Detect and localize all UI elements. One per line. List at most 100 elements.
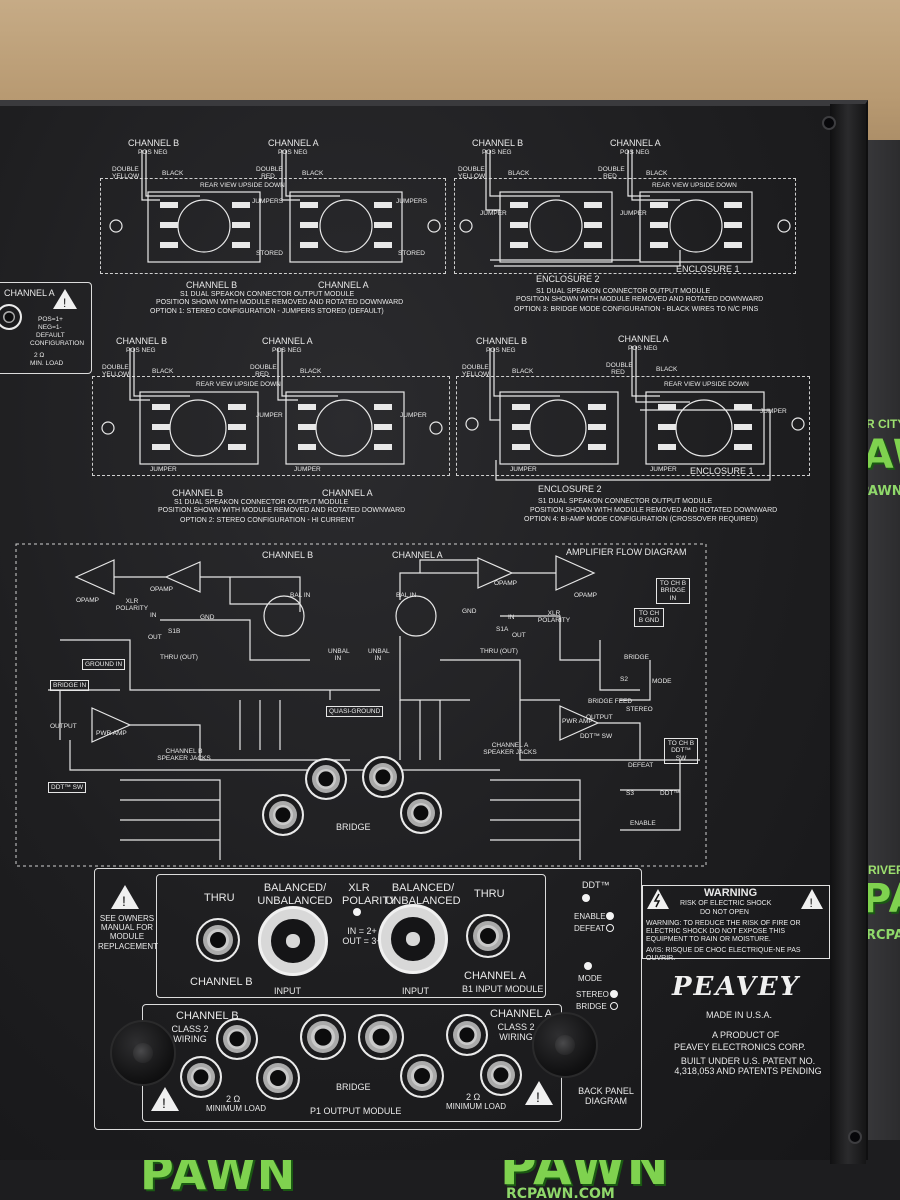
opt3-enclosure-1: ENCLOSURE 1 <box>676 264 740 274</box>
flow-enable: ENABLE <box>630 820 656 827</box>
flow-xlr-polarity-b: XLR POLARITY <box>115 598 149 613</box>
product-of: A PRODUCT OF <box>712 1030 780 1040</box>
see-owners-manual: SEE OWNERS MANUAL FOR MODULE REPLACEMENT <box>98 914 159 951</box>
opt4-module-outline <box>456 376 810 476</box>
flow-ddt-sw-a: DDT™ SW <box>580 733 613 740</box>
flow-ddt-sw-b: DDT™ SW <box>48 782 87 794</box>
mode-bridge-label: BRIDGE <box>576 1002 607 1011</box>
opt4-black-a: BLACK <box>656 366 678 373</box>
pawn-sign-domain-2: RCPAWN <box>866 928 900 943</box>
speaker-jack-2[interactable] <box>362 756 404 798</box>
flow-opamp-b1: OPAMP <box>76 597 99 604</box>
flow-bal-in-a: BAL IN <box>396 592 417 599</box>
polarity-switch[interactable] <box>353 908 361 916</box>
flow-channel-a: CHANNEL A <box>392 550 443 560</box>
opt4-jumper-a: JUMPER <box>760 408 787 415</box>
flow-out-b: OUT <box>148 634 162 641</box>
flow-to-ch-b-bridge: TO CH B BRIDGE IN <box>656 578 690 605</box>
ohm-label-a: 2 Ω <box>466 1092 481 1102</box>
opt2-option-caption: OPTION 2: STEREO CONFIGURATION - HI CURR… <box>180 517 355 524</box>
speaker-jack-4[interactable] <box>400 792 442 834</box>
flow-quasi-ground: QUASI-GROUND <box>326 706 384 718</box>
flow-pwr-amp-a: PWR AMP <box>562 718 593 725</box>
opt4-option-caption: OPTION 4: BI-AMP MODE CONFIGURATION (CRO… <box>524 516 758 523</box>
opt2-black-b: BLACK <box>152 368 174 375</box>
warning-triangle-icon: ! <box>111 885 139 909</box>
b1-input-module-outline <box>156 874 546 998</box>
ddt-enable-label: ENABLE <box>574 912 606 921</box>
ddt-label: DDT™ <box>582 880 610 890</box>
opt1-jumpers-b: JUMPERS <box>252 198 284 205</box>
xlr-combo-input-a[interactable] <box>378 904 448 974</box>
class2-wiring-b: CLASS 2 WIRING <box>171 1024 209 1045</box>
opt3-pos-neg-b: POS NEG <box>482 149 512 156</box>
in-out-polarity: IN = 2+ OUT = 3+ <box>342 926 382 947</box>
channel-a-output-label: CHANNEL A <box>490 1008 552 1020</box>
left-speakon-jack[interactable] <box>0 304 22 330</box>
opt4-channel-a: CHANNEL A <box>618 334 669 344</box>
opt1-black-b: BLACK <box>162 170 184 177</box>
thru-jack-a[interactable] <box>466 914 510 958</box>
output-jack-2[interactable] <box>300 1014 346 1060</box>
left-label-ohm: 2 Ω <box>34 352 45 359</box>
channel-b-output-label: CHANNEL B <box>176 1010 239 1022</box>
flow-mode: MODE <box>652 678 672 685</box>
opt2-pos-neg-b: POS NEG <box>126 347 156 354</box>
ddt-defeat-switch[interactable] <box>606 924 614 932</box>
output-jack-1[interactable] <box>216 1018 258 1060</box>
svg-text:!: ! <box>810 896 813 910</box>
opt3-channel-b: CHANNEL B <box>472 138 524 148</box>
opt3-channel-a: CHANNEL A <box>610 138 661 148</box>
input-label-b: INPUT <box>274 986 301 996</box>
mode-stereo-label: STEREO <box>576 990 609 999</box>
opt1-double-yellow: DOUBLE YELLOW <box>112 166 140 181</box>
opt1-black-a: BLACK <box>302 170 324 177</box>
mode-label: MODE <box>578 974 602 983</box>
mode-bridge-switch[interactable] <box>610 1002 618 1010</box>
class2-wiring-a: CLASS 2 WIRING <box>497 1022 535 1043</box>
opt3-pos-neg-a: POS NEG <box>620 149 650 156</box>
channel-b-input-label: CHANNEL B <box>190 976 253 988</box>
output-jack-5[interactable] <box>180 1056 222 1098</box>
output-jack-6[interactable] <box>256 1056 300 1100</box>
opt3-black-b: BLACK <box>508 170 530 177</box>
warning-avis: AVIS: RISQUE DE CHOC ELECTRIQUE-NE PAS O… <box>646 947 801 963</box>
p1-output-module-label: P1 OUTPUT MODULE <box>310 1106 402 1116</box>
opt1-double-red: DOUBLE RED <box>256 166 283 181</box>
opt4-pos-neg-b: POS NEG <box>486 347 516 354</box>
lightning-warning-icon <box>647 889 669 909</box>
left-label-min-load: MIN. LOAD <box>30 360 64 367</box>
opt3-black-a: BLACK <box>646 170 668 177</box>
output-jack-3[interactable] <box>358 1014 404 1060</box>
flow-to-ch-b-gnd: TO CH B GND <box>634 608 664 627</box>
speaker-jack-3[interactable] <box>262 794 304 836</box>
opt1-module: S1 DUAL SPEAKON CONNECTOR OUTPUT MODULE <box>180 291 355 298</box>
opt1-bottom-channel-b: CHANNEL B <box>186 280 238 290</box>
thru-jack-b[interactable] <box>196 918 240 962</box>
opt2-bottom-channel-a: CHANNEL A <box>322 488 373 498</box>
opt2-position: POSITION SHOWN WITH MODULE REMOVED AND R… <box>158 507 406 514</box>
warning-body: WARNING: TO REDUCE THE RISK OF FIRE OR E… <box>646 920 801 944</box>
xlr-combo-input-b[interactable] <box>258 906 328 976</box>
opt1-option-caption: OPTION 1: STEREO CONFIGURATION - JUMPERS… <box>150 308 384 315</box>
flow-xlr-polarity-a: XLR POLARITY <box>537 610 571 625</box>
speaker-jack-1[interactable] <box>305 758 347 800</box>
opt3-enclosure-2: ENCLOSURE 2 <box>536 274 600 284</box>
flow-thru-out-b: THRU (OUT) <box>160 654 198 661</box>
pawn-sign-word-2: PAWN <box>862 876 900 922</box>
opt3-double-red: DOUBLE RED <box>598 166 625 181</box>
ddt-enable-switch[interactable] <box>606 912 614 920</box>
output-jack-8[interactable] <box>480 1054 522 1096</box>
b1-input-module-label: B1 INPUT MODULE <box>462 984 544 994</box>
xlr-polarity-label: XLR POLARITY <box>342 882 397 907</box>
flow-thru-out-a: THRU (OUT) <box>480 648 518 655</box>
opt3-jumper-b: JUMPER <box>480 210 507 217</box>
output-jack-4[interactable] <box>446 1014 488 1056</box>
left-label-configuration: CONFIGURATION <box>30 340 85 347</box>
bridge-output-label: BRIDGE <box>336 1082 371 1092</box>
mode-stereo-switch[interactable] <box>610 990 618 998</box>
opt1-pos-neg-a: POS NEG <box>278 149 308 156</box>
left-label-box <box>0 282 92 374</box>
rack-screw-hole <box>848 1130 862 1144</box>
output-jack-7[interactable] <box>400 1054 444 1098</box>
